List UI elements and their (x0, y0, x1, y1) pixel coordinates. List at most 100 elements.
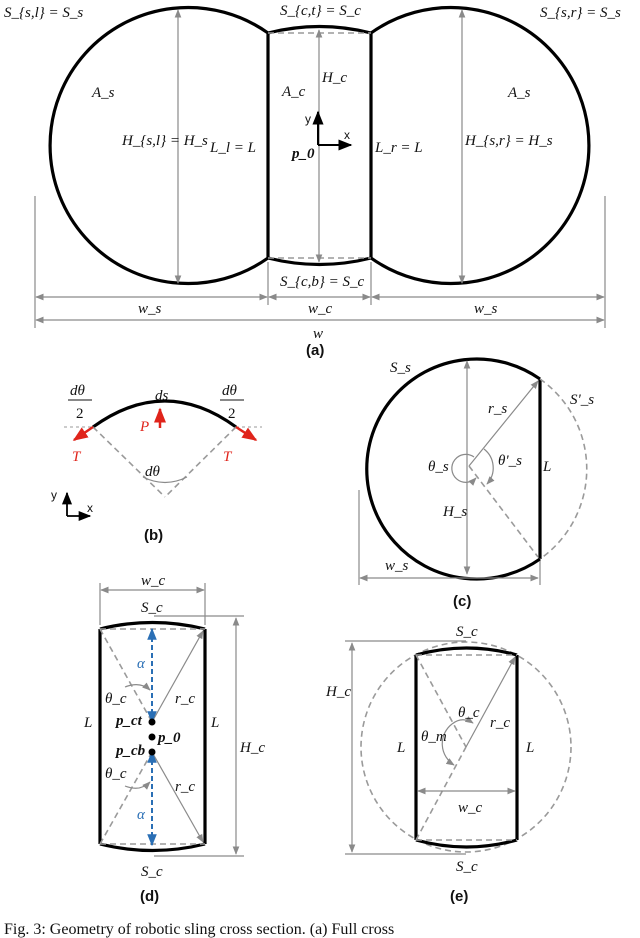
panel-b-label: (b) (144, 527, 163, 544)
label-force-t-right: T (223, 449, 233, 465)
label-pct: p_ct (114, 713, 143, 729)
label-dtheta: dθ (145, 464, 161, 480)
panel-b: dθ 2 ds dθ 2 P T T dθ y x (b) (51, 383, 262, 544)
label-rc-top: r_c (175, 691, 195, 707)
panel-c-label: (c) (453, 593, 471, 610)
dtheta-left-denominator: 2 (76, 406, 84, 422)
label-axis-x: x (344, 128, 350, 142)
bottom-arc (99, 842, 206, 853)
label-ws: w_s (385, 558, 409, 574)
top-radius-rc (151, 630, 204, 723)
label-theta-c-bottom: θ_c (105, 766, 127, 782)
bottom-radius-left (99, 751, 153, 845)
dtheta-left-numerator: dθ (70, 383, 86, 399)
label-axis-x: x (87, 501, 93, 515)
theta-m-angle-arc (441, 723, 455, 766)
label-sc-top: S_c (141, 600, 163, 616)
label-alpha-top: α (137, 656, 146, 672)
panel-a: S_{s,l} = S_s S_{c,t} = S_c S_{s,r} = S_… (4, 3, 621, 359)
theta-c-bottom-arc (124, 781, 151, 790)
side-arc-prime (539, 378, 588, 560)
label-ws-left: w_s (138, 301, 162, 317)
label-force-p: P (139, 419, 149, 435)
label-theta-prime-s: θ'_s (498, 453, 522, 469)
label-sc-b: S_{c,b} = S_c (280, 274, 365, 290)
label-wc: w_c (141, 573, 166, 589)
label-l: L (542, 459, 551, 475)
label-l-right: L (210, 715, 219, 731)
label-axis-y: y (305, 112, 311, 126)
radius-rs (468, 380, 539, 467)
point-pct (148, 718, 156, 726)
panel-d: w_c S_c α θ_c r_c L L H_c p_ct p_0 p_cb … (83, 573, 265, 905)
radius-left (92, 426, 166, 498)
theta-c-top-arc (124, 682, 151, 691)
label-p0: p_0 (156, 730, 181, 746)
label-theta-s: θ_s (428, 459, 449, 475)
label-ac: A_c (281, 84, 306, 100)
label-hs-l: H_{s,l} = H_s (121, 133, 208, 149)
label-axis-y: y (51, 488, 57, 502)
label-rc-bottom: r_c (175, 779, 195, 795)
theta-prime-s-angle-arc (483, 448, 495, 485)
label-hs-r: H_{s,r} = H_s (464, 133, 553, 149)
label-sc-t: S_{c,t} = S_c (280, 3, 361, 19)
circumscribed-circle (360, 641, 572, 853)
panel-d-label: (d) (140, 888, 159, 905)
label-rc: r_c (490, 715, 510, 731)
label-as-left: A_s (91, 85, 115, 101)
label-p0: p_0 (290, 146, 315, 162)
radius-rc (465, 656, 516, 748)
force-t-left-arrow (72, 425, 94, 442)
radius-dashed-lower (468, 465, 539, 558)
radius-bottom-left (415, 746, 467, 841)
label-rs: r_s (488, 401, 507, 417)
figure-caption: Fig. 3: Geometry of robotic sling cross … (4, 921, 394, 938)
label-theta-c-top: θ_c (105, 691, 127, 707)
label-theta-m: θ_m (421, 729, 447, 745)
label-ss-r: S_{s,r} = S_s (540, 5, 621, 21)
label-ss-l: S_{s,l} = S_s (4, 5, 83, 21)
label-ss: S_s (390, 360, 411, 376)
label-l-left: L (83, 715, 92, 731)
label-pcb: p_cb (114, 743, 146, 759)
theta-c-angle-arc (451, 716, 474, 725)
label-l-right: L (525, 740, 534, 756)
label-theta-c: θ_c (458, 705, 480, 721)
dtheta-right-denominator: 2 (228, 406, 236, 422)
label-as-right: A_s (507, 85, 531, 101)
label-l-r: L_r = L (374, 140, 423, 156)
label-ss-prime: S'_s (570, 392, 594, 408)
radius-right (164, 426, 237, 498)
label-force-t-left: T (72, 449, 82, 465)
top-arc (415, 646, 518, 657)
panel-a-label: (a) (306, 342, 324, 359)
label-sc-top: S_c (456, 624, 478, 640)
radius-top-left (415, 654, 467, 748)
label-wc: w_c (458, 800, 483, 816)
label-alpha-bottom: α (137, 807, 146, 823)
point-p0 (148, 733, 156, 741)
label-l-l: L_l = L (209, 140, 256, 156)
panel-c: S_s S'_s r_s θ_s θ'_s L H_s w_s (c) (358, 357, 594, 610)
label-sc-bottom: S_c (141, 864, 163, 880)
bottom-arc (415, 838, 518, 849)
point-pcb (148, 748, 156, 756)
label-hc: H_c (321, 70, 347, 86)
panel-e: S_c H_c θ_c r_c θ_m L L w_c S_c (e) (325, 624, 572, 905)
label-sc-bottom: S_c (456, 859, 478, 875)
panel-e-label: (e) (450, 888, 468, 905)
label-ws-right: w_s (474, 301, 498, 317)
label-hc: H_c (239, 740, 265, 756)
dtheta-right-numerator: dθ (222, 383, 238, 399)
top-radius-left (99, 628, 153, 723)
label-hc: H_c (325, 684, 351, 700)
force-t-right-arrow (235, 425, 258, 442)
label-ds: ds (155, 388, 169, 404)
label-w: w (313, 326, 323, 342)
center-bottom-arc (267, 256, 372, 267)
label-hs: H_s (442, 504, 467, 520)
theta-s-angle-arc (451, 453, 477, 486)
ds-arc (92, 399, 237, 429)
